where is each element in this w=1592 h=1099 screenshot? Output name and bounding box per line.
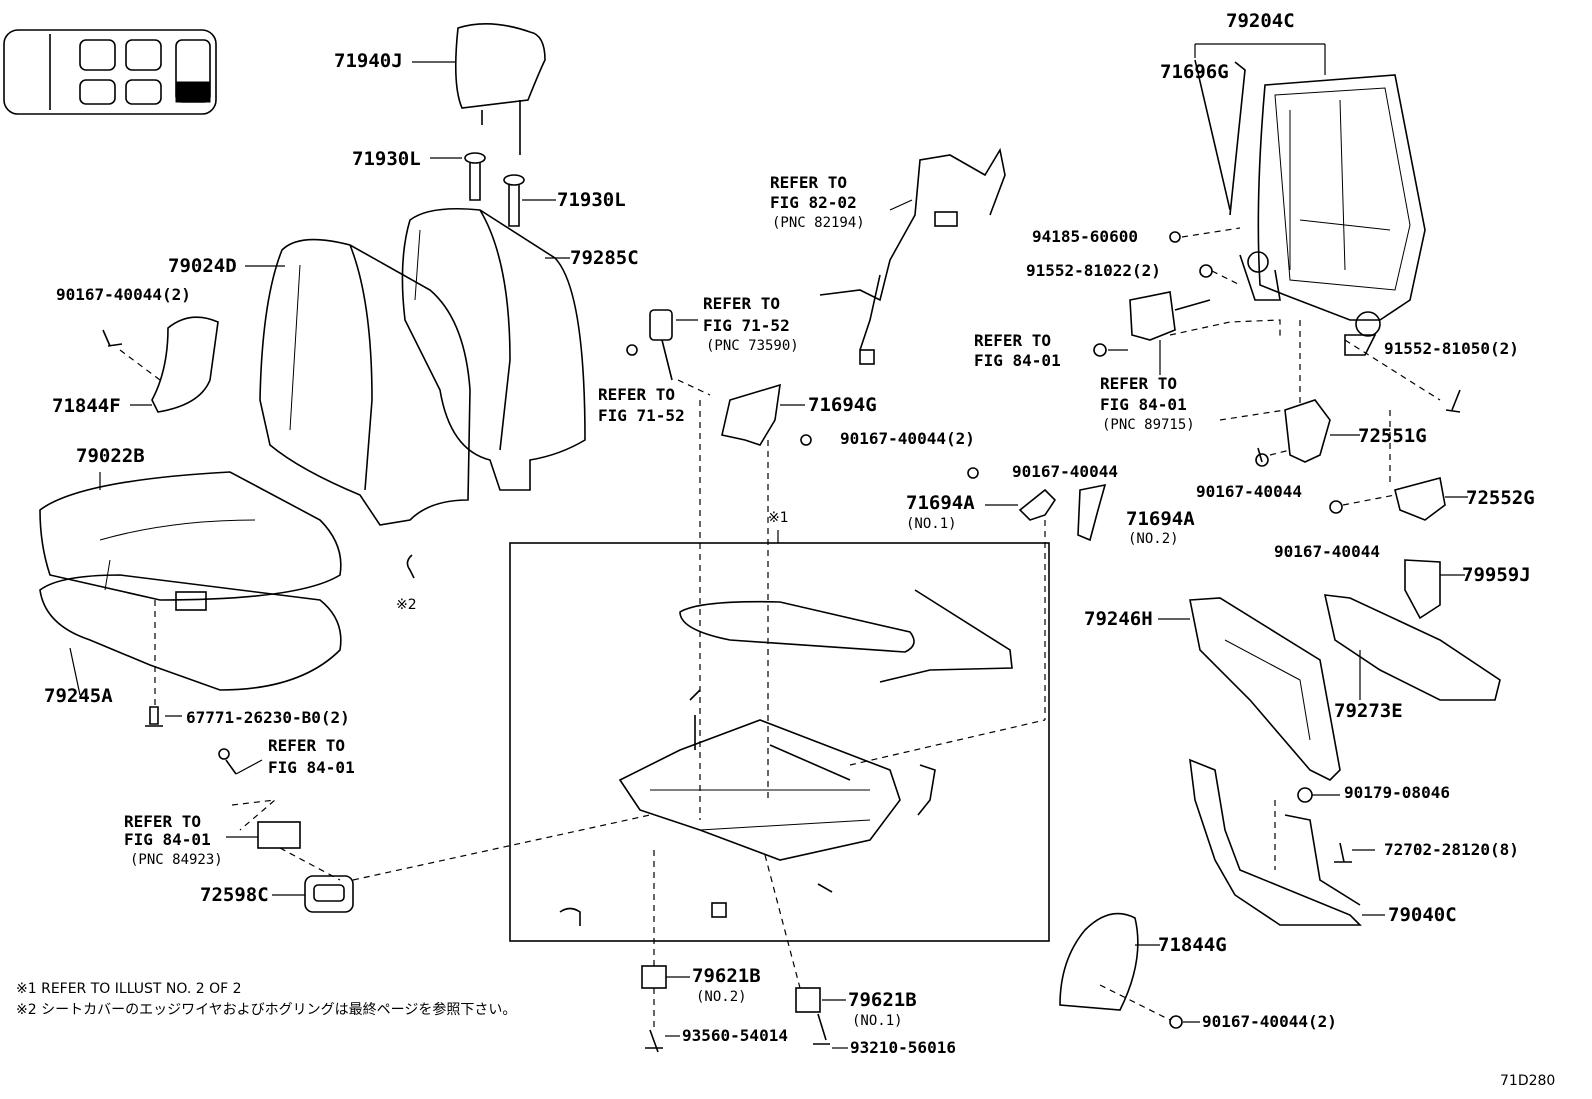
seatback-frame-drawing [1194,43,1426,356]
mark-2: ※2 [396,597,417,613]
seat-frame-drawing [559,589,1046,926]
ref-71-52-b-line2[interactable]: FIG 71-52 [598,406,685,425]
label-72702-28120[interactable]: 72702-28120(8) [1384,840,1519,859]
label-90167-40044-2-a[interactable]: 90167-40044(2) [56,285,191,304]
label-72598c[interactable]: 72598C [200,884,269,906]
cover-71844g-drawing [1059,912,1200,1029]
trim-79246h-drawing [1158,597,1341,781]
label-90179-08046[interactable]: 90179-08046 [1344,783,1450,802]
ref-84-01-b-pnc: (PNC 84923) [130,852,223,868]
label-90167-40044-2-b[interactable]: 90167-40044(2) [840,429,975,448]
bracket-71694a-drawing [967,467,1107,720]
bolt-ref-84-01-drawing [218,748,277,831]
label-90167-40044-2-f[interactable]: 90167-40044(2) [1202,1012,1337,1031]
ref-84-01-d-line1[interactable]: REFER TO [1100,374,1178,393]
ref-71-52-a-pnc: (PNC 73590) [706,338,799,354]
ref-84-01-b-line1[interactable]: REFER TO [124,812,202,831]
ref-84-01-d-pnc: (PNC 89715) [1102,417,1195,433]
label-71694g[interactable]: 71694G [808,394,877,416]
label-79621b-a[interactable]: 79621B [692,965,761,987]
label-71940j[interactable]: 71940J [334,50,403,72]
label-71694a-1-no: (NO.1) [906,516,957,532]
ref-84-01-a-line1[interactable]: REFER TO [268,736,346,755]
label-71694a-1[interactable]: 71694A [906,492,975,514]
label-79040c[interactable]: 79040C [1388,904,1457,926]
ref-84-01-c-line1[interactable]: REFER TO [974,331,1052,350]
label-67771[interactable]: 67771-26230-B0(2) [186,708,350,727]
seat-cushion-cover-drawing [39,471,342,601]
trim-79959j-drawing [1404,559,1465,620]
label-93210-56016[interactable]: 93210-56016 [850,1038,956,1057]
clip-drawing [145,706,182,727]
label-71694a-2[interactable]: 71694A [1126,508,1195,530]
seatback-cover-drawing [245,238,471,526]
bracket-71694g-drawing [721,383,812,800]
label-79621b-b[interactable]: 79621B [848,989,917,1011]
ref-82-02-pnc: (PNC 82194) [772,215,865,231]
ref-84-01-b-line2[interactable]: FIG 84-01 [124,830,211,849]
hog-ring-drawing [406,554,415,579]
label-79621b-a-no: (NO.2) [696,989,747,1005]
label-72551g[interactable]: 72551G [1358,425,1427,447]
label-90167-40044-e[interactable]: 90167-40044 [1274,542,1380,561]
cover-72551g-drawing [1219,320,1360,467]
label-72552g[interactable]: 72552G [1466,487,1535,509]
wire-harness-drawing [819,147,1006,365]
label-94185-60600[interactable]: 94185-60600 [1032,227,1138,246]
label-90167-40044-d[interactable]: 90167-40044 [1196,482,1302,501]
ref-71-52-a-line1[interactable]: REFER TO [703,294,781,313]
cover-72598c-drawing [272,814,651,913]
ref-82-02-line1[interactable]: REFER TO [770,173,848,192]
fasteners-upper-right-drawing [1093,227,1461,413]
mark-1: ※1 [768,510,789,526]
label-71930l-a[interactable]: 71930L [352,148,421,170]
label-71930l-b[interactable]: 71930L [557,189,626,211]
label-79285c[interactable]: 79285C [570,247,639,269]
footnote-2: ※2 シートカバーのエッジワイヤおよびホグリングは最終ページを参照下さい。 [16,1002,517,1018]
label-79959j[interactable]: 79959J [1462,564,1531,586]
ref-84-01-d-line2[interactable]: FIG 84-01 [1100,395,1187,414]
switch-drawing [226,821,341,881]
cover-71844f-drawing [102,316,219,413]
ref-71-52-a-line2[interactable]: FIG 71-52 [703,316,790,335]
bracket-79040c-drawing [1189,758,1385,926]
label-79022b[interactable]: 79022B [76,445,145,467]
label-91552-81022[interactable]: 91552-81022(2) [1026,261,1161,280]
label-79621b-b-no: (NO.1) [852,1013,903,1029]
label-79204c[interactable]: 79204C [1226,10,1295,32]
label-71694a-2-no: (NO.2) [1128,531,1179,547]
ref-71-52-b-line1[interactable]: REFER TO [598,385,676,404]
ref-82-02-line2[interactable]: FIG 82-02 [770,193,857,212]
label-79024d[interactable]: 79024D [168,255,237,277]
figure-code: 71D280 [1500,1073,1556,1089]
cushion-79621b-drawing [641,850,848,1053]
seat-location-icon [3,29,217,115]
seatback-pad-drawing [401,207,586,491]
cover-72552g-drawing [1329,410,1468,521]
label-91552-81050[interactable]: 91552-81050(2) [1384,339,1519,358]
label-71844g[interactable]: 71844G [1158,934,1227,956]
footnote-1: ※1 REFER TO ILLUST NO. 2 OF 2 [16,981,242,997]
label-79273e[interactable]: 79273E [1334,700,1403,722]
headrest-support-drawing [430,152,556,227]
ref-84-01-c-line2[interactable]: FIG 84-01 [974,351,1061,370]
label-93560-54014[interactable]: 93560-54014 [682,1026,788,1045]
label-71696g[interactable]: 71696G [1160,61,1229,83]
label-79245a[interactable]: 79245A [44,685,113,707]
trim-79273e-drawing [1323,594,1501,701]
headrest-drawing [412,23,546,155]
label-71844f[interactable]: 71844F [52,395,121,417]
label-90167-40044-c[interactable]: 90167-40044 [1012,462,1118,481]
label-79246h[interactable]: 79246H [1084,608,1153,630]
ref-84-01-a-line2[interactable]: FIG 84-01 [268,758,355,777]
seat-frame-group-box [509,530,1050,942]
seatbelt-buckle-drawing [626,309,711,820]
seat-cushion-pad-drawing [39,574,342,705]
bolts-drawing [1257,447,1263,463]
lumbar-module-drawing [1129,291,1281,375]
